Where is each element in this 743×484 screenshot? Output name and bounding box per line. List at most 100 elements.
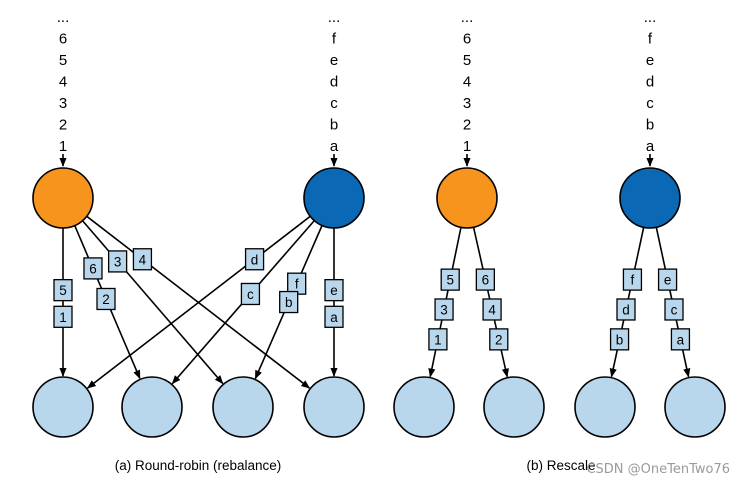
rr-number-stream-item: 3 bbox=[59, 95, 67, 112]
label-box-text: 2 bbox=[495, 332, 503, 347]
label-box-rect bbox=[324, 279, 344, 302]
rescale-target-node bbox=[664, 376, 726, 438]
label-box-rect bbox=[440, 268, 460, 291]
label-box: a bbox=[670, 328, 691, 351]
rr-blue-edge bbox=[86, 215, 311, 389]
label-box-rect bbox=[622, 268, 643, 291]
label-box: b bbox=[279, 290, 299, 314]
label-box: 3 bbox=[107, 250, 128, 273]
rescale-number-stream-item: 4 bbox=[463, 74, 471, 91]
label-box-text: 1 bbox=[59, 310, 67, 325]
label-box-text: d bbox=[251, 252, 259, 267]
rescale-number-stream-item: 5 bbox=[463, 52, 471, 69]
label-box-rect bbox=[670, 328, 691, 351]
rr-number-stream-item: 4 bbox=[59, 74, 67, 91]
label-box: a bbox=[324, 305, 344, 328]
label-box-text: c bbox=[671, 302, 678, 317]
rescale-letter-stream-item: c bbox=[646, 95, 654, 112]
label-box-rect bbox=[132, 248, 153, 271]
label-box-rect bbox=[616, 298, 636, 321]
label-box-text: 5 bbox=[59, 283, 67, 298]
label-box: c bbox=[240, 282, 261, 306]
label-box: d bbox=[244, 248, 265, 271]
label-box-text: a bbox=[330, 310, 338, 325]
rescale-orange-source-node bbox=[436, 167, 498, 229]
rr-letter-stream-item: f bbox=[332, 31, 337, 48]
label-box-text: d bbox=[622, 302, 630, 317]
rescale-target-node bbox=[483, 376, 545, 438]
rescale-letter-stream-bg bbox=[643, 8, 657, 154]
rescale-number-stream-item: 2 bbox=[463, 117, 471, 134]
label-box-text: 6 bbox=[482, 273, 490, 288]
rr-orange-source-node bbox=[32, 167, 94, 229]
label-box-text: b bbox=[616, 332, 624, 347]
caption-round-robin: (a) Round-robin (rebalance) bbox=[115, 458, 282, 473]
rescale-letter-stream-item: a bbox=[646, 138, 655, 155]
label-box-text: 4 bbox=[488, 302, 496, 317]
rr-letter-stream-bg bbox=[327, 8, 341, 154]
label-box: 3 bbox=[434, 298, 454, 321]
nodes-layer bbox=[32, 167, 726, 438]
rescale-letter-stream-item: b bbox=[646, 117, 654, 134]
label-box-rect bbox=[244, 248, 265, 271]
rr-number-stream-item: 6 bbox=[59, 31, 67, 48]
label-box-text: e bbox=[664, 273, 672, 288]
label-box: 1 bbox=[428, 328, 448, 351]
rr-number-stream-item: ... bbox=[57, 9, 70, 26]
rescale-number-stream-item: 6 bbox=[463, 31, 471, 48]
rr-number-stream-item: 5 bbox=[59, 52, 67, 69]
label-box: 5 bbox=[53, 279, 73, 302]
label-box-rect bbox=[53, 279, 73, 302]
label-box-rect bbox=[53, 305, 73, 328]
label-box-text: b bbox=[285, 295, 293, 310]
label-box-rect bbox=[609, 328, 630, 351]
label-box-rect bbox=[489, 328, 509, 351]
rr-target-node bbox=[212, 376, 274, 438]
label-box-text: 2 bbox=[102, 292, 110, 307]
label-box-rect bbox=[434, 298, 454, 321]
label-box: c bbox=[664, 298, 684, 321]
edges-layer bbox=[59, 10, 691, 389]
label-box: 2 bbox=[489, 328, 509, 351]
rescale-letter-stream-item: e bbox=[646, 52, 654, 69]
label-box: 2 bbox=[96, 287, 116, 311]
label-box-text: 6 bbox=[89, 261, 97, 276]
rescale-number-stream-bg bbox=[460, 8, 474, 154]
rescale-target-node bbox=[393, 376, 455, 438]
label-box-rect bbox=[279, 290, 299, 314]
watermark: CSDN @OneTenTwo76 bbox=[586, 462, 730, 477]
rr-blue-source-node bbox=[303, 167, 365, 229]
caption-rescale: (b) Rescale bbox=[526, 458, 595, 473]
rescale-number-stream-item: 3 bbox=[463, 95, 471, 112]
label-box-rect bbox=[240, 282, 261, 306]
label-box-rect bbox=[482, 298, 502, 321]
label-box: d bbox=[616, 298, 636, 321]
label-box-text: c bbox=[247, 287, 254, 302]
rr-letter-stream-item: b bbox=[330, 117, 338, 134]
label-box-text: f bbox=[631, 273, 635, 288]
label-box: 6 bbox=[475, 268, 495, 291]
rr-target-node bbox=[303, 376, 365, 438]
rr-letter-stream-item: c bbox=[330, 95, 338, 112]
label-box-text: f bbox=[295, 277, 299, 292]
rr-orange-edge bbox=[81, 220, 224, 385]
label-box-text: e bbox=[330, 283, 338, 298]
label-box-text: a bbox=[677, 332, 685, 347]
label-box-rect bbox=[83, 257, 103, 280]
label-box-text: 3 bbox=[440, 302, 448, 317]
label-box: b bbox=[609, 328, 630, 351]
label-box: 1 bbox=[53, 305, 73, 328]
rescale-letter-stream-item: ... bbox=[644, 9, 657, 26]
label-box: f bbox=[622, 268, 643, 291]
label-box-rect bbox=[107, 250, 128, 273]
label-box: e bbox=[324, 279, 344, 302]
rr-number-stream-bg bbox=[56, 8, 70, 154]
rescale-target-node bbox=[574, 376, 636, 438]
rr-letter-stream-item: ... bbox=[328, 9, 341, 26]
rescale-letter-stream-item: f bbox=[648, 31, 653, 48]
label-box-text: 1 bbox=[434, 332, 442, 347]
rr-target-node bbox=[32, 376, 94, 438]
label-box-rect bbox=[428, 328, 448, 351]
rescale-number-stream-item: ... bbox=[461, 9, 474, 26]
